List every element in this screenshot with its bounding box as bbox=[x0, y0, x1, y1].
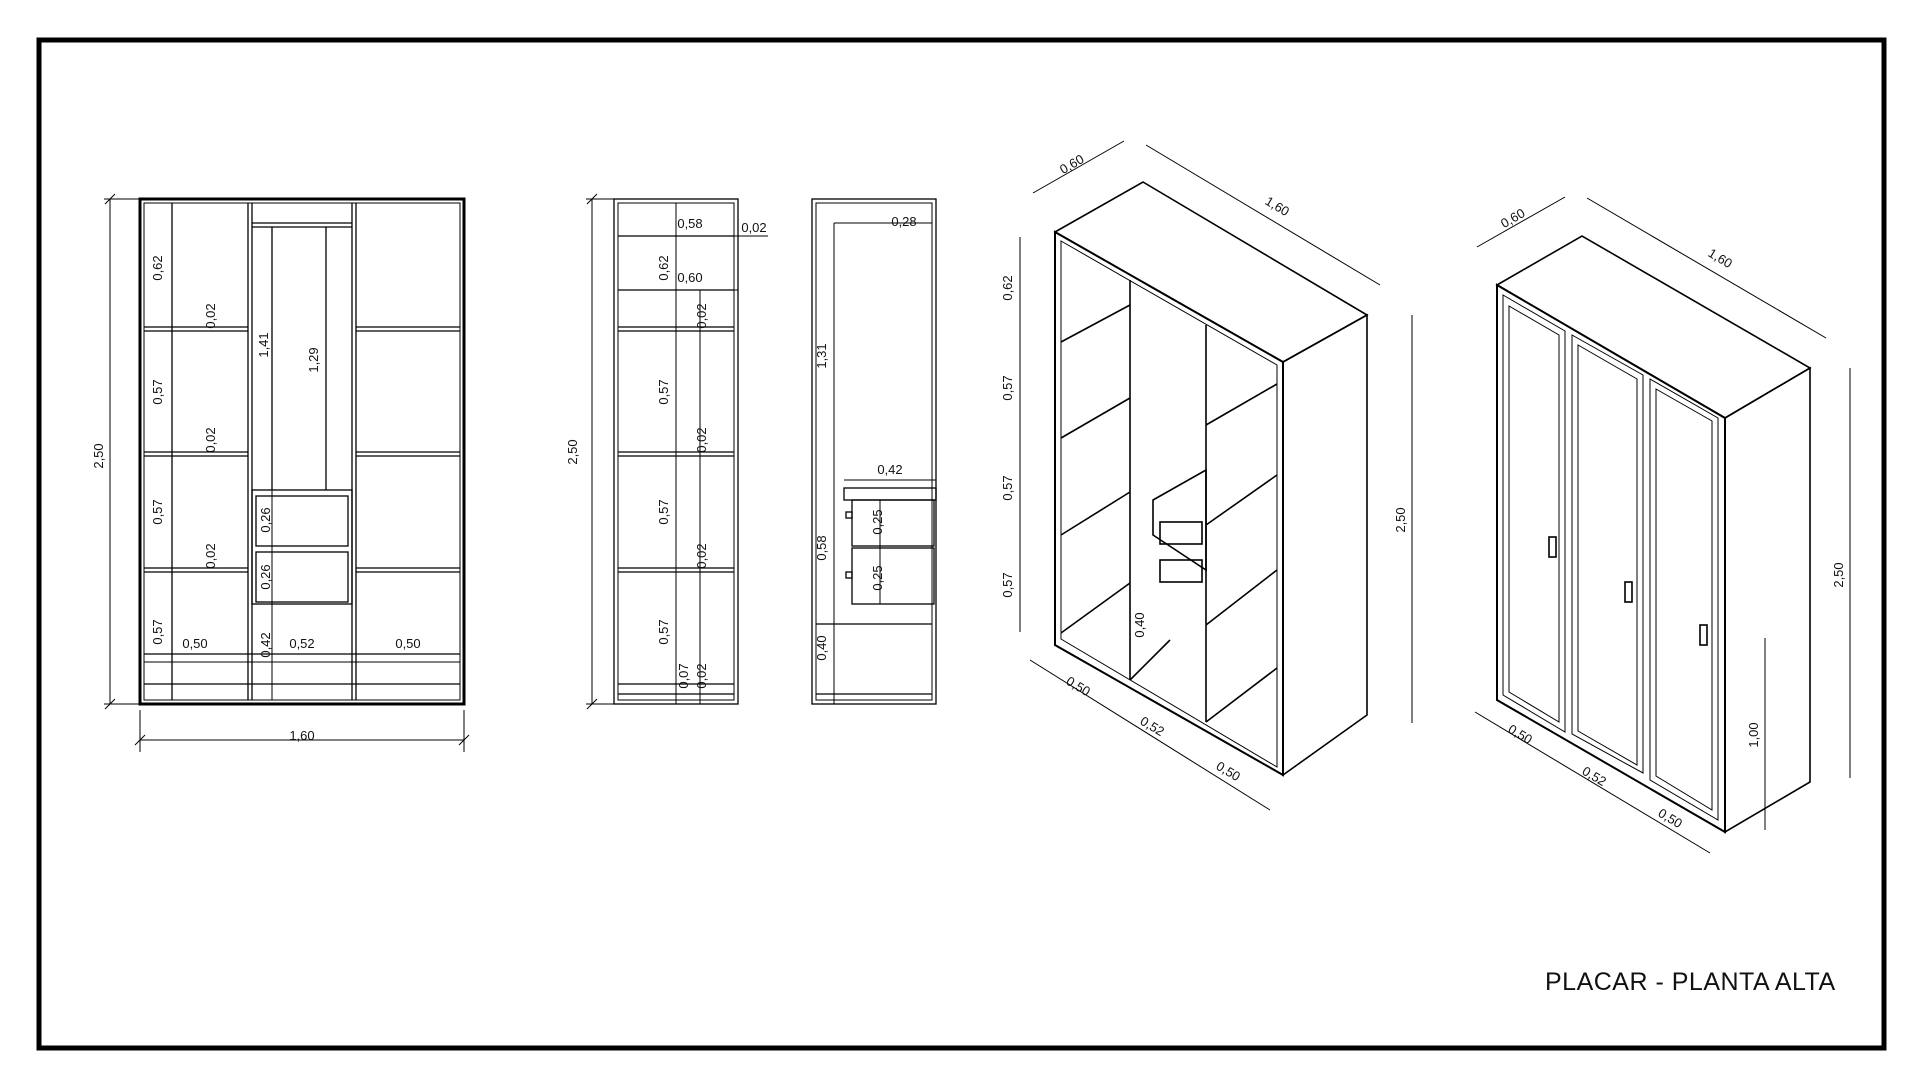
side-section-drawers bbox=[811, 198, 937, 705]
dim-front-002c: 0,02 bbox=[203, 543, 218, 568]
dim-front-002a: 0,02 bbox=[203, 303, 218, 328]
dim-iso1-060: 0,60 bbox=[1057, 151, 1086, 177]
dim-front-026a: 0,26 bbox=[258, 507, 273, 532]
dim-iso1-160: 1,60 bbox=[1263, 193, 1292, 219]
drawing-title: PLACAR - PLANTA ALTA bbox=[1545, 968, 1836, 996]
dim-side2-028: 0,28 bbox=[891, 214, 916, 229]
dim-side2-058: 0,58 bbox=[814, 535, 829, 560]
sheet-border bbox=[36, 37, 1887, 1051]
dim-iso2-250: 2,50 bbox=[1831, 562, 1846, 587]
dim-side1-002a: 0,02 bbox=[694, 303, 709, 328]
dim-iso1-052: 0,52 bbox=[1138, 713, 1167, 739]
dim-side1-058: 0,58 bbox=[677, 216, 702, 231]
front-elevation bbox=[138, 197, 466, 706]
dim-iso2-050a: 0,50 bbox=[1506, 721, 1535, 747]
dim-side1-057b: 0,57 bbox=[656, 499, 671, 524]
iso-closed-dimensions bbox=[1474, 196, 1851, 854]
side1-dimensions bbox=[586, 193, 768, 710]
dim-iso1-057a: 0,57 bbox=[1000, 375, 1015, 400]
iso-closed-wardrobe bbox=[1495, 235, 1812, 834]
dim-front-129: 1,29 bbox=[306, 347, 321, 372]
side2-dimension-labels: 0,28 1,31 0,42 0,25 0,25 0,58 0,40 bbox=[814, 214, 917, 661]
dim-front-height: 2,50 bbox=[91, 443, 106, 468]
dim-iso1-057b: 0,57 bbox=[1000, 475, 1015, 500]
dim-side2-040: 0,40 bbox=[814, 635, 829, 660]
front-dimension-labels: 2,50 1,60 0,62 0,57 0,57 0,57 0,02 0,02 … bbox=[91, 255, 421, 743]
side1-dimension-labels: 2,50 0,58 0,02 0,62 0,60 0,02 0,57 0,02 … bbox=[565, 216, 767, 689]
dim-side2-025b: 0,25 bbox=[870, 565, 885, 590]
dim-front-141: 1,41 bbox=[256, 332, 271, 357]
dim-iso1-057c: 0,57 bbox=[1000, 572, 1015, 597]
dim-side1-002d: 0,02 bbox=[694, 663, 709, 688]
dim-iso2-050b: 0,50 bbox=[1656, 805, 1685, 831]
dim-side1-060: 0,60 bbox=[677, 270, 702, 285]
dim-front-057a: 0,57 bbox=[150, 379, 165, 404]
dim-front-062: 0,62 bbox=[150, 255, 165, 280]
dim-front-042: 0,42 bbox=[258, 632, 273, 657]
dim-front-width: 1,60 bbox=[289, 728, 314, 743]
dim-side2-042: 0,42 bbox=[877, 462, 902, 477]
dim-iso1-050a: 0,50 bbox=[1064, 673, 1093, 699]
dim-side1-002c: 0,02 bbox=[694, 543, 709, 568]
iso-closed-dimension-labels: 0,60 1,60 2,50 1,00 0,50 0,52 0,50 bbox=[1498, 205, 1846, 831]
dim-front-052: 0,52 bbox=[289, 636, 314, 651]
dim-side2-025a: 0,25 bbox=[870, 509, 885, 534]
dim-iso1-250: 2,50 bbox=[1393, 507, 1408, 532]
iso-open-dimensions bbox=[1019, 140, 1413, 811]
dim-iso1-040: 0,40 bbox=[1132, 612, 1147, 637]
dim-front-002b: 0,02 bbox=[203, 427, 218, 452]
dim-iso1-062: 0,62 bbox=[1000, 275, 1015, 300]
side2-dimensions bbox=[833, 222, 936, 704]
dim-side2-131: 1,31 bbox=[814, 343, 829, 368]
dim-front-050a: 0,50 bbox=[182, 636, 207, 651]
dim-side1-002b: 0,02 bbox=[694, 427, 709, 452]
dim-front-057c: 0,57 bbox=[150, 619, 165, 644]
dim-side1-057a: 0,57 bbox=[656, 379, 671, 404]
dim-front-026b: 0,26 bbox=[258, 564, 273, 589]
dim-side1-002top: 0,02 bbox=[741, 220, 766, 235]
iso-open-wardrobe bbox=[1053, 181, 1369, 777]
dim-side1-007: 0,07 bbox=[676, 663, 691, 688]
dim-iso2-052: 0,52 bbox=[1580, 763, 1609, 789]
front-dimensions bbox=[104, 193, 470, 752]
dim-front-057b: 0,57 bbox=[150, 499, 165, 524]
dim-side1-057c: 0,57 bbox=[656, 619, 671, 644]
dim-side1-height: 2,50 bbox=[565, 439, 580, 464]
dim-side1-062: 0,62 bbox=[656, 255, 671, 280]
dim-iso1-050b: 0,50 bbox=[1214, 758, 1243, 784]
dim-front-050b: 0,50 bbox=[395, 636, 420, 651]
dim-iso2-160: 1,60 bbox=[1706, 245, 1735, 271]
dim-iso2-100: 1,00 bbox=[1746, 722, 1761, 747]
